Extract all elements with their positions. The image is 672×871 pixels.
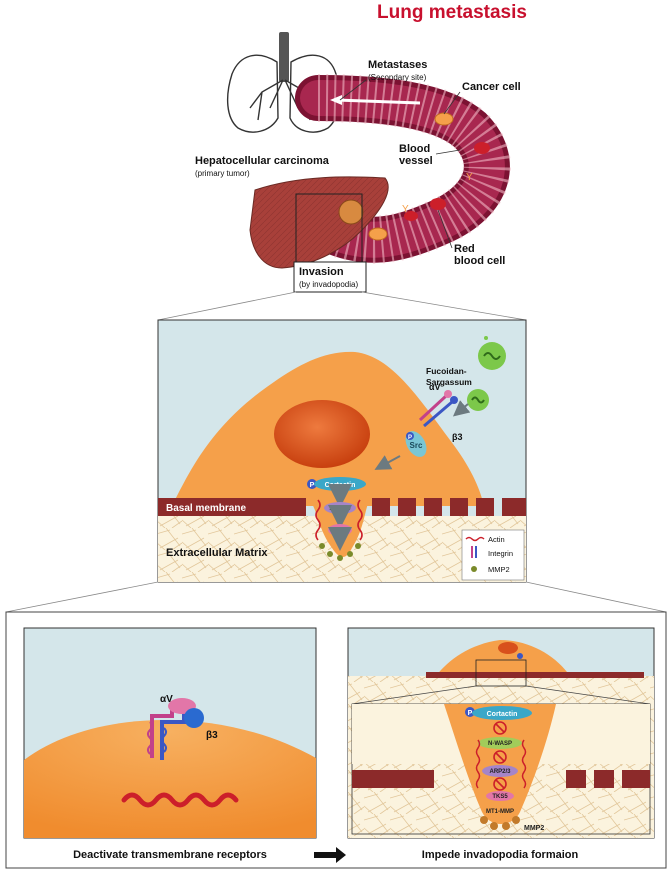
label-red: Red [454, 243, 475, 255]
basal-membrane-zoom [352, 770, 650, 788]
title-lung-metastasis: Lung metastasis [377, 2, 527, 23]
caption-left: Deactivate transmembrane receptors [73, 849, 267, 861]
label-by-invadopodia: (by invadopodia) [299, 280, 358, 289]
label-arp23-zoom: ARP2/3 [489, 769, 511, 775]
top-panel: Lung metastasis Y Y [157, 2, 527, 321]
bottom-left-subpanel: αV β3 [23, 627, 317, 839]
red-blood-cell [474, 142, 490, 154]
label-tks5-zoom: TKS5 [492, 794, 508, 800]
label-alpha-v-left: αV [160, 694, 173, 705]
middle-panel: Basal membrane P Cortactin ARP2/3 TKS5 [5, 319, 667, 613]
label-hcc: Hepatocellular carcinoma [195, 155, 330, 167]
bottom-right-subpanel: P Cortactin N-WASP ARP2/3 TKS5 [347, 627, 655, 839]
label-vessel: vessel [399, 155, 433, 167]
cell-nucleus [274, 400, 370, 468]
legend-mmp2: MMP2 [488, 565, 510, 574]
svg-text:Y: Y [466, 172, 473, 183]
phospho-marker-3: P [468, 710, 473, 717]
phospho-marker-1: P [310, 482, 315, 489]
legend-integrin: Integrin [488, 549, 513, 558]
inhibit-symbol [493, 750, 507, 764]
invadopodium-zoom [444, 704, 556, 824]
mmp2-dots [319, 543, 361, 561]
cell-surface-dome [24, 719, 316, 838]
label-cortactin: Cortactin [325, 482, 356, 489]
label-src: Src [410, 441, 423, 450]
label-primary-tumor: (primary tumor) [195, 169, 250, 178]
label-metastases: Metastases [368, 59, 427, 71]
actin-filament [121, 792, 239, 808]
cancer-cell-in-vessel [434, 112, 454, 126]
label-beta3-mid: β3 [452, 432, 463, 442]
legend: Actin Integrin MMP2 [461, 529, 525, 581]
label-fucoidan: Fucoidan- [426, 366, 467, 376]
label-basal-membrane: Basal membrane [166, 503, 246, 514]
inhibit-symbol [493, 721, 507, 735]
label-alpha-v-mid: αV [429, 382, 441, 392]
basal-membrane-bar [158, 498, 526, 516]
caption-right: Impede invadopodia formaion [422, 849, 579, 861]
label-mt1mmp: MT1-MMP [486, 809, 514, 815]
label-cancer-cell: Cancer cell [462, 81, 521, 93]
label-cortactin-zoom: Cortactin [487, 711, 518, 718]
bottom-panel: αV β3 [5, 611, 667, 869]
label-sargassum: Sargassum [426, 377, 472, 387]
label-secondary-site: (Secondary site) [368, 73, 427, 82]
primary-tumor [338, 199, 364, 225]
label-blood: Blood [399, 143, 430, 155]
label-extracellular-matrix: Extracellular Matrix [166, 547, 268, 559]
mmp2-inhibited-dots [480, 816, 520, 830]
label-arp23: ARP2/3 [329, 506, 351, 512]
inhibit-symbol [493, 777, 507, 791]
phospho-marker-2: P [408, 435, 412, 441]
blood-vessel: Y Y [295, 74, 511, 264]
label-beta3-left: β3 [206, 730, 218, 741]
svg-text:Y: Y [402, 204, 409, 215]
label-tks5: TKS5 [332, 528, 348, 534]
fucoidan-particles [452, 336, 506, 417]
label-blood-cell: blood cell [454, 255, 505, 267]
label-invasion: Invasion [299, 266, 344, 278]
label-nwasp: N-WASP [488, 741, 512, 747]
legend-actin: Actin [488, 535, 505, 544]
caption-arrow [314, 847, 346, 863]
label-mmp2-zoom: MMP2 [524, 825, 544, 832]
